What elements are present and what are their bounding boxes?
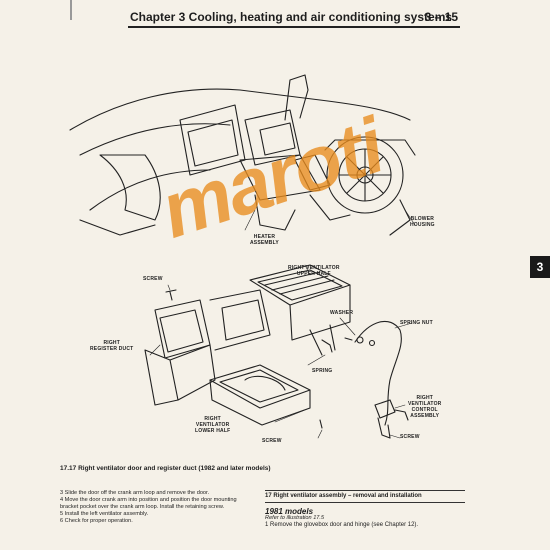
illustration-reference: Refer to illustration 17.5 bbox=[265, 515, 325, 521]
figure-caption: 17.17 Right ventilator door and register… bbox=[60, 465, 271, 472]
label-screw-right: SCREW bbox=[400, 434, 420, 440]
label-blower-housing: BLOWER HOUSING bbox=[410, 216, 435, 228]
step-text: 1 Remove the glovebox door and hinge (se… bbox=[265, 522, 419, 528]
label-right-ventilator-control-assembly: RIGHT VENTILATOR CONTROL ASSEMBLY bbox=[408, 395, 442, 419]
label-washer: WASHER bbox=[330, 310, 354, 316]
step-text: bracket pocket over the crank arm loop. … bbox=[60, 504, 225, 510]
scan-edge-mark bbox=[70, 0, 72, 20]
page-number: 3 – 15 bbox=[424, 10, 458, 24]
chapter-title: Chapter 3 Cooling, heating and air condi… bbox=[130, 10, 453, 24]
step-text: 4 Move the door crank arm into position … bbox=[60, 497, 237, 503]
ventilator-diagram bbox=[69, 74, 416, 439]
chapter-tab: 3 bbox=[530, 256, 550, 278]
label-screw-top: SCREW bbox=[143, 276, 163, 282]
label-right-ventilator-lower-half: RIGHT VENTILATOR LOWER HALF bbox=[195, 416, 231, 434]
label-heater-assembly: HEATER ASSEMBLY bbox=[250, 234, 279, 246]
right-column-section: 17 Right ventilator assembly – removal a… bbox=[265, 490, 465, 529]
step-text: 5 Install the left ventilator assembly. bbox=[60, 511, 149, 517]
label-right-ventilator-upper-half: RIGHT VENTILATOR UPPER HALF bbox=[288, 265, 340, 277]
section-subheading: 1981 models bbox=[265, 507, 314, 516]
label-spring-nut: SPRING NUT bbox=[400, 320, 433, 326]
page-header: Chapter 3 Cooling, heating and air condi… bbox=[128, 8, 460, 28]
label-right-register-duct: RIGHT REGISTER DUCT bbox=[90, 340, 134, 352]
left-column-steps: 3 Slide the door off the crank arm loop … bbox=[60, 490, 260, 525]
step-text: 3 Slide the door off the crank arm loop … bbox=[60, 490, 210, 496]
step-text: 6 Check for proper operation. bbox=[60, 518, 133, 524]
label-spring: SPRING bbox=[312, 368, 333, 374]
label-screw-bottom: SCREW bbox=[262, 438, 282, 444]
section-heading: 17 Right ventilator assembly – removal a… bbox=[265, 490, 465, 503]
